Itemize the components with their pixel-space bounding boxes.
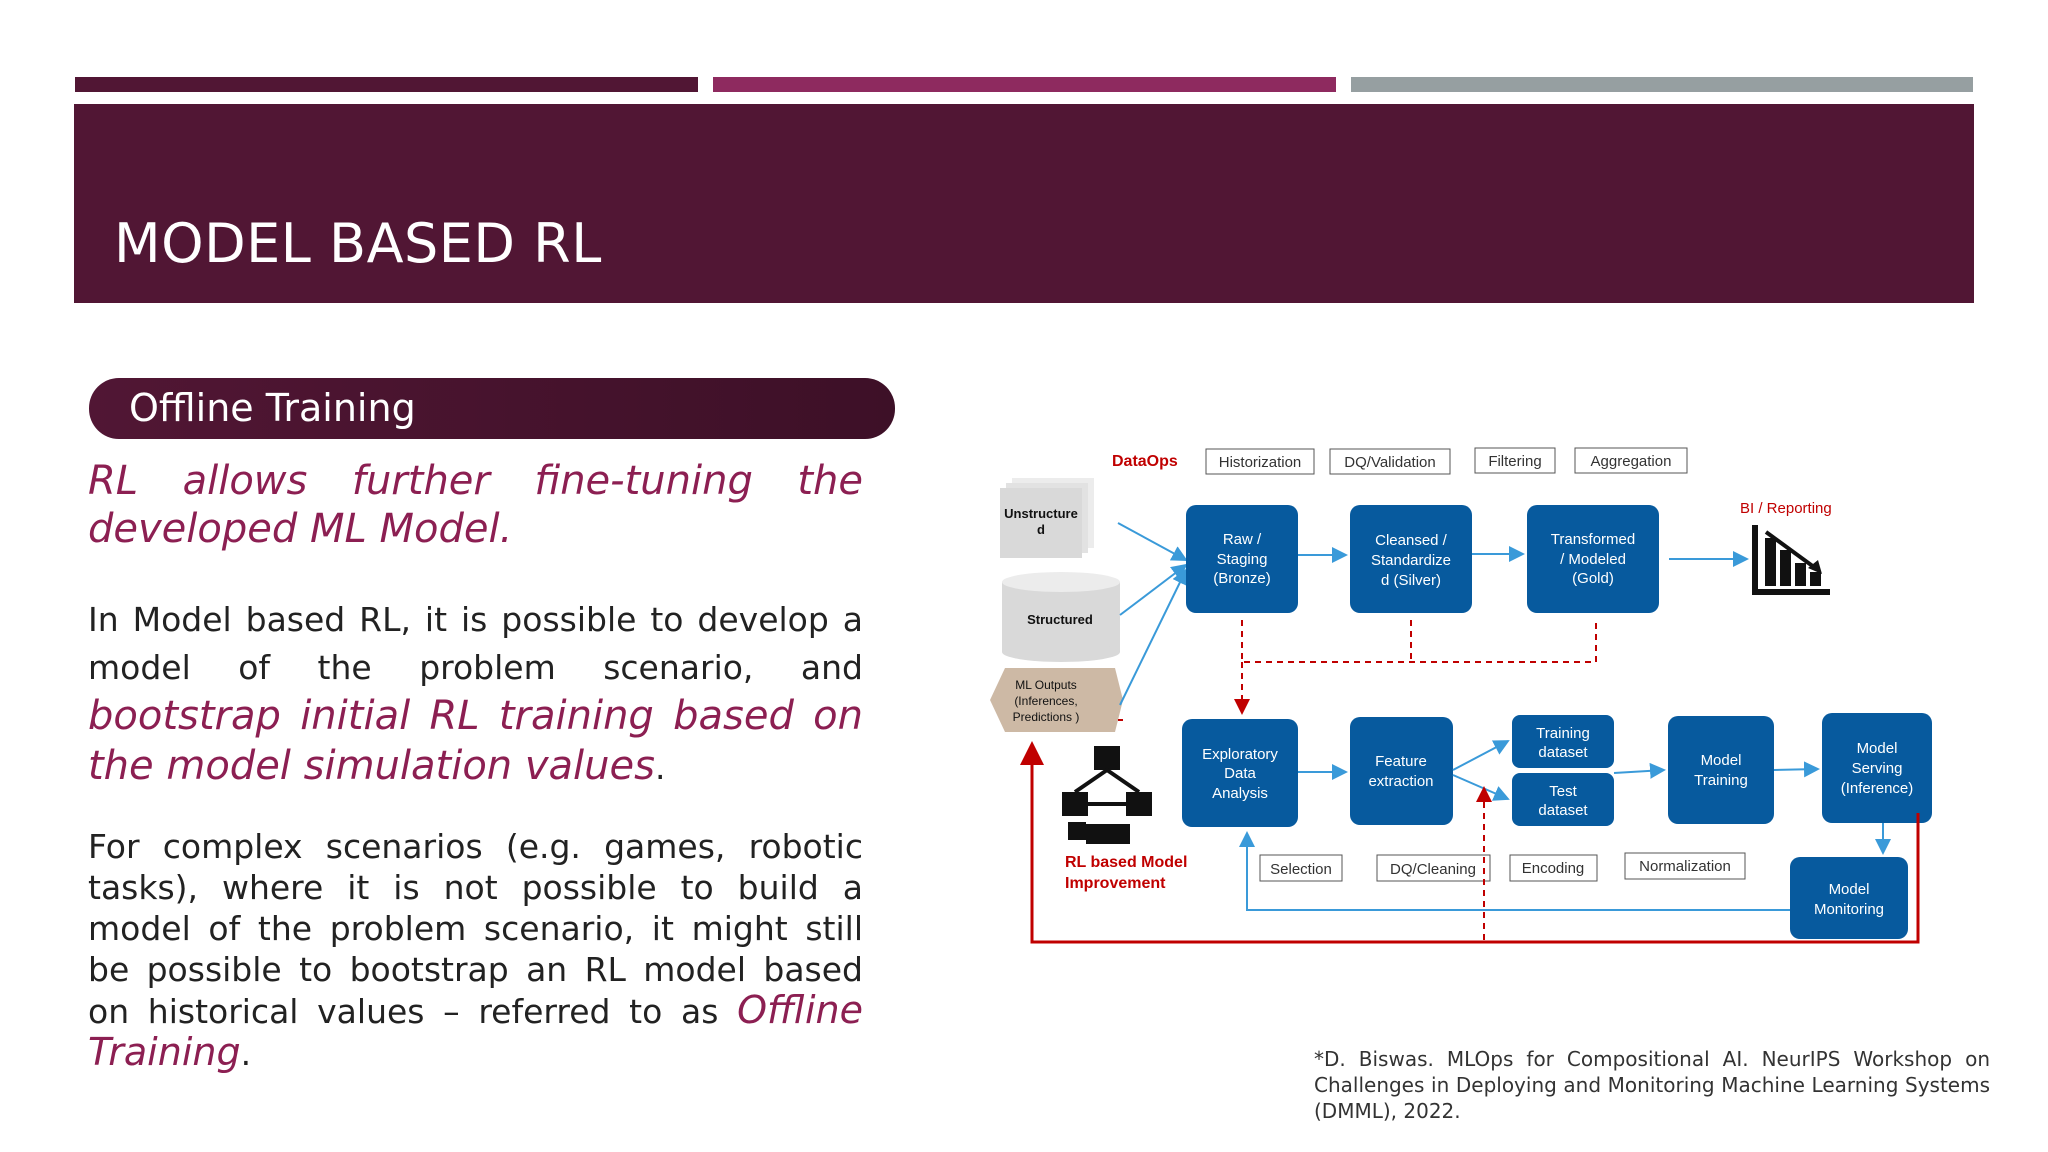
eda-label: Data (1224, 765, 1256, 782)
ml-outputs-label: (Inferences, (1014, 694, 1077, 708)
dataops-step-filtering: Filtering (1474, 447, 1556, 474)
citation: *D. Biswas. MLOps for Compositional AI. … (1314, 1047, 1990, 1123)
arrow-training-serving (1773, 761, 1820, 778)
title-banner: MODEL BASED RL (74, 104, 1974, 303)
model-monitoring-label: Monitoring (1814, 901, 1884, 918)
transformed-label: / Modeled (1560, 551, 1626, 568)
model-training-label: Model (1701, 752, 1742, 769)
prep-step-label: Normalization (1639, 858, 1731, 875)
node-feature-extraction: Feature extraction (1350, 717, 1453, 825)
training-dataset-label: dataset (1538, 744, 1588, 761)
network-cubes-icon (1062, 746, 1152, 844)
node-test-dataset: Test dataset (1512, 773, 1614, 826)
model-serving-label: Serving (1852, 760, 1903, 777)
dataops-step-validation: DQ/Validation (1329, 448, 1451, 475)
feature-label: extraction (1368, 773, 1433, 790)
transformed-label: (Gold) (1572, 570, 1614, 587)
node-eda: Exploratory Data Analysis (1182, 719, 1298, 827)
dataops-step-label: Aggregation (1591, 453, 1672, 470)
bar-chart-icon (1752, 525, 1830, 595)
cleansed-label: Standardize (1371, 552, 1451, 569)
slide-title: MODEL BASED RL (114, 212, 602, 275)
unstructured-label: Unstructure (1004, 506, 1078, 521)
rl-improvement-label: RL based Model (1065, 854, 1187, 871)
ml-outputs-label: ML Outputs (1015, 678, 1077, 692)
node-training-dataset: Training dataset (1512, 715, 1614, 768)
prep-step-label: DQ/Cleaning (1390, 861, 1476, 878)
accent-bar-gray (1351, 77, 1973, 92)
accent-bar-dark (75, 77, 698, 92)
dataops-label: DataOps (1112, 453, 1178, 470)
prep-step-label: Selection (1270, 861, 1332, 878)
accent-bar-magenta (713, 77, 1336, 92)
raw-label: (Bronze) (1213, 570, 1271, 587)
dataops-step-label: Historization (1219, 454, 1302, 471)
unstructured-label: d (1037, 522, 1045, 537)
cleansed-label: d (Silver) (1381, 572, 1441, 589)
arrow-feature-training (1452, 740, 1510, 771)
dashed-link-dataops (1241, 620, 1597, 663)
transformed-label: Transformed (1551, 531, 1635, 548)
prep-step-label: Encoding (1522, 860, 1585, 877)
prep-step-selection: Selection (1259, 854, 1343, 882)
raw-label: Raw / (1223, 531, 1262, 548)
arrow-unstructured-raw (1117, 522, 1188, 561)
section-pill: Offline Training (89, 378, 895, 439)
eda-label: Exploratory (1202, 746, 1278, 763)
ml-outputs-label: Predictions ) (1013, 710, 1080, 724)
node-raw-staging: Raw / Staging (Bronze) (1186, 505, 1298, 613)
paragraph3-end: . (240, 1034, 252, 1073)
section-label: Offline Training (129, 386, 416, 430)
mlops-diagram: DataOps Historization DQ/Validation Filt… (990, 447, 1932, 944)
cleansed-label: Cleansed / (1375, 532, 1448, 549)
node-cleansed: Cleansed / Standardize d (Silver) (1350, 505, 1472, 613)
prep-step-normalization: Normalization (1624, 852, 1746, 880)
node-model-serving: Model Serving (Inference) (1822, 713, 1932, 823)
node-model-training: Model Training (1668, 716, 1774, 824)
test-dataset-label: dataset (1538, 802, 1588, 819)
dataops-step-label: Filtering (1488, 453, 1541, 470)
bi-reporting-label: BI / Reporting (1740, 500, 1832, 517)
feature-label: Feature (1375, 753, 1427, 770)
node-model-monitoring: Model Monitoring (1790, 857, 1908, 939)
source-structured: Structured (1002, 572, 1120, 662)
paragraph3-highlight: Offline Training (88, 988, 863, 1074)
raw-label: Staging (1217, 551, 1268, 568)
source-ml-outputs: ML Outputs (Inferences, Predictions ) (990, 668, 1123, 732)
model-serving-label: Model (1857, 740, 1898, 757)
rl-improvement-label: Improvement (1065, 875, 1166, 892)
paragraph-offline: For complex scenarios (e.g. games, robot… (88, 826, 863, 1074)
rl-feedback-loop (1020, 741, 1920, 944)
paragraph2-end: . (654, 748, 666, 787)
paragraph2-text: In Model based RL, it is possible to dev… (88, 600, 863, 687)
model-training-label: Training (1694, 772, 1748, 789)
prep-step-cleaning: DQ/Cleaning (1376, 854, 1491, 882)
eda-label: Analysis (1212, 785, 1268, 802)
arrow-monitoring-feedback (1239, 831, 1790, 911)
paragraph2-highlight: bootstrap initial RL training based on t… (88, 693, 863, 789)
paragraph1-highlight: RL allows further fine-tuning the develo… (88, 458, 863, 552)
arrow-mloutputs-raw (1119, 568, 1188, 706)
model-serving-label: (Inference) (1841, 780, 1914, 797)
prep-step-encoding: Encoding (1509, 854, 1598, 882)
paragraph-model-based: In Model based RL, it is possible to dev… (88, 596, 863, 792)
dataops-step-aggregation: Aggregation (1574, 447, 1688, 474)
arrow-test-training (1613, 762, 1666, 779)
paragraph3-text: For complex scenarios (e.g. games, robot… (88, 827, 863, 1031)
dataops-step-label: DQ/Validation (1344, 454, 1435, 471)
arrow-feature-test (1452, 774, 1510, 801)
source-unstructured: Unstructure d (1000, 478, 1094, 558)
dataops-step-historization: Historization (1205, 448, 1315, 475)
structured-label: Structured (1027, 612, 1093, 627)
test-dataset-label: Test (1549, 783, 1577, 800)
training-dataset-label: Training (1536, 725, 1590, 742)
paragraph-fine-tuning: RL allows further fine-tuning the develo… (88, 457, 863, 553)
node-transformed: Transformed / Modeled (Gold) (1527, 505, 1659, 613)
model-monitoring-label: Model (1829, 881, 1870, 898)
